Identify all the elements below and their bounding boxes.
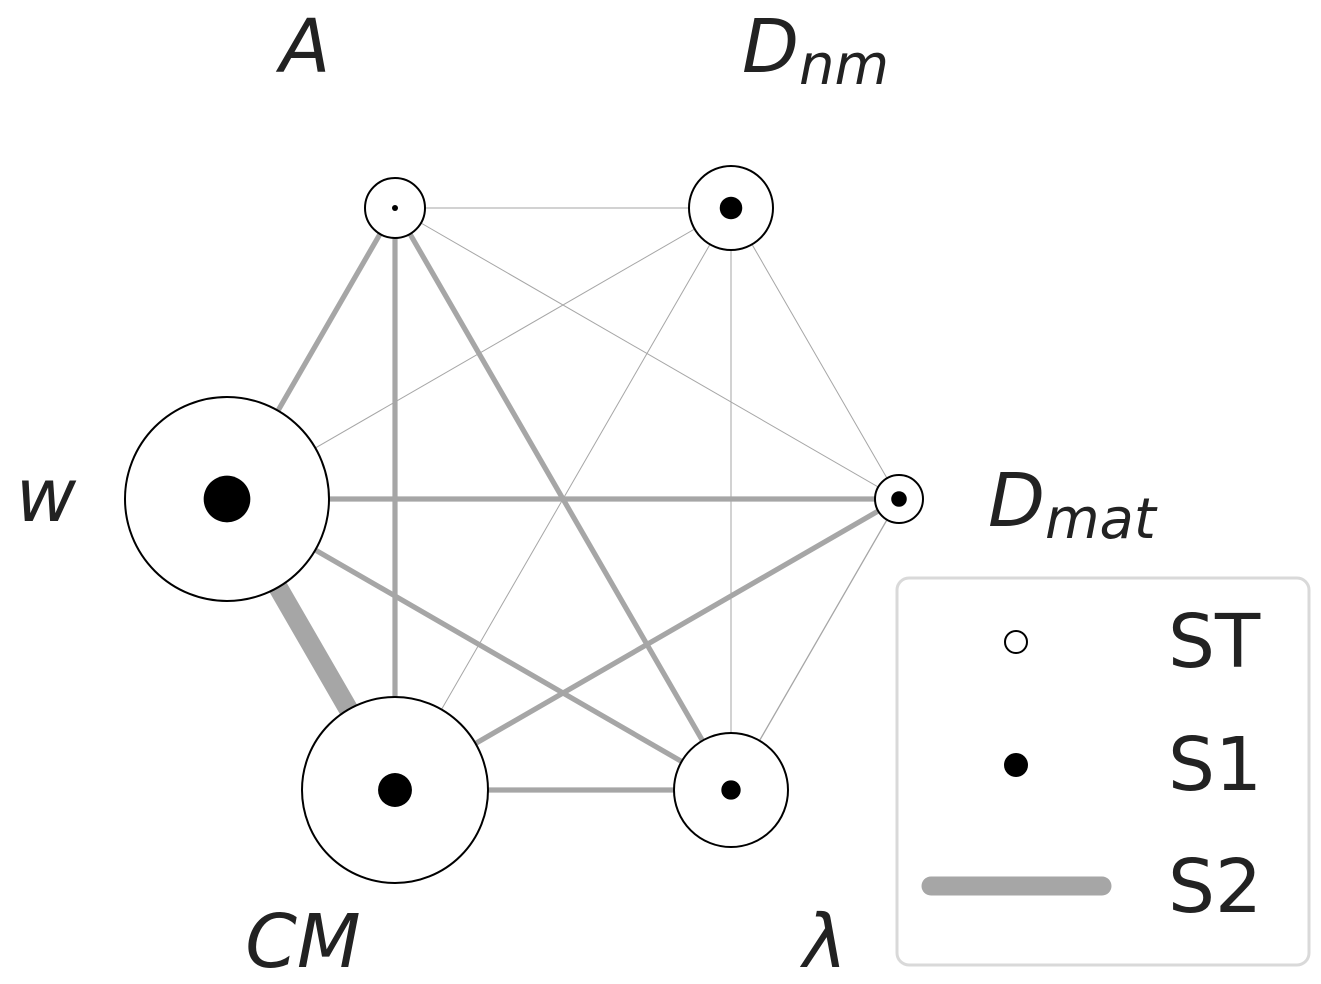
edge-Dnm-Dmat [730,207,900,500]
node-w-s1-dot [203,475,251,523]
node-label-Dnm-main: D [742,4,799,90]
node-label-lambda: λ [799,899,847,984]
legend-s1-marker [1004,753,1028,777]
edge-Dmat-CM [393,496,901,793]
node-label-Dmat: Dmat [988,458,1158,552]
legend-s1-label: S1 [1168,722,1262,808]
legend: ST S1 S2 [895,576,1311,967]
node-w [124,396,330,602]
node-Dmat [874,474,924,524]
node-label-CM-main: CM [245,899,361,984]
legend-box [895,576,1311,967]
legend-st-label: ST [1168,599,1261,685]
node-lambda [673,732,789,848]
node-CM-s1-dot [378,773,412,807]
node-label-A: A [276,4,331,90]
node-Dnm-s1-dot [719,196,743,220]
node-label-Dnm: Dnm [742,4,889,98]
node-label-A-main: A [276,4,331,90]
node-label-CM: CM [245,899,361,984]
node-label-Dmat-main: D [988,458,1045,544]
node-A [364,177,426,239]
node-A-s1-dot [391,204,399,212]
node-Dnm [688,165,774,251]
nodes-layer [124,165,924,884]
node-label-Dmat-sub: mat [1045,487,1158,552]
node-label-w: w [16,453,77,539]
legend-st-marker [1004,630,1028,654]
node-Dmat-s1-dot [891,491,907,507]
node-label-Dnm-sub: nm [799,33,889,98]
node-label-lambda-main: λ [799,899,847,984]
node-lambda-s1-dot [721,780,741,800]
node-label-w-main: w [16,453,77,539]
node-CM [301,696,489,884]
legend-s2-label: S2 [1168,844,1262,930]
